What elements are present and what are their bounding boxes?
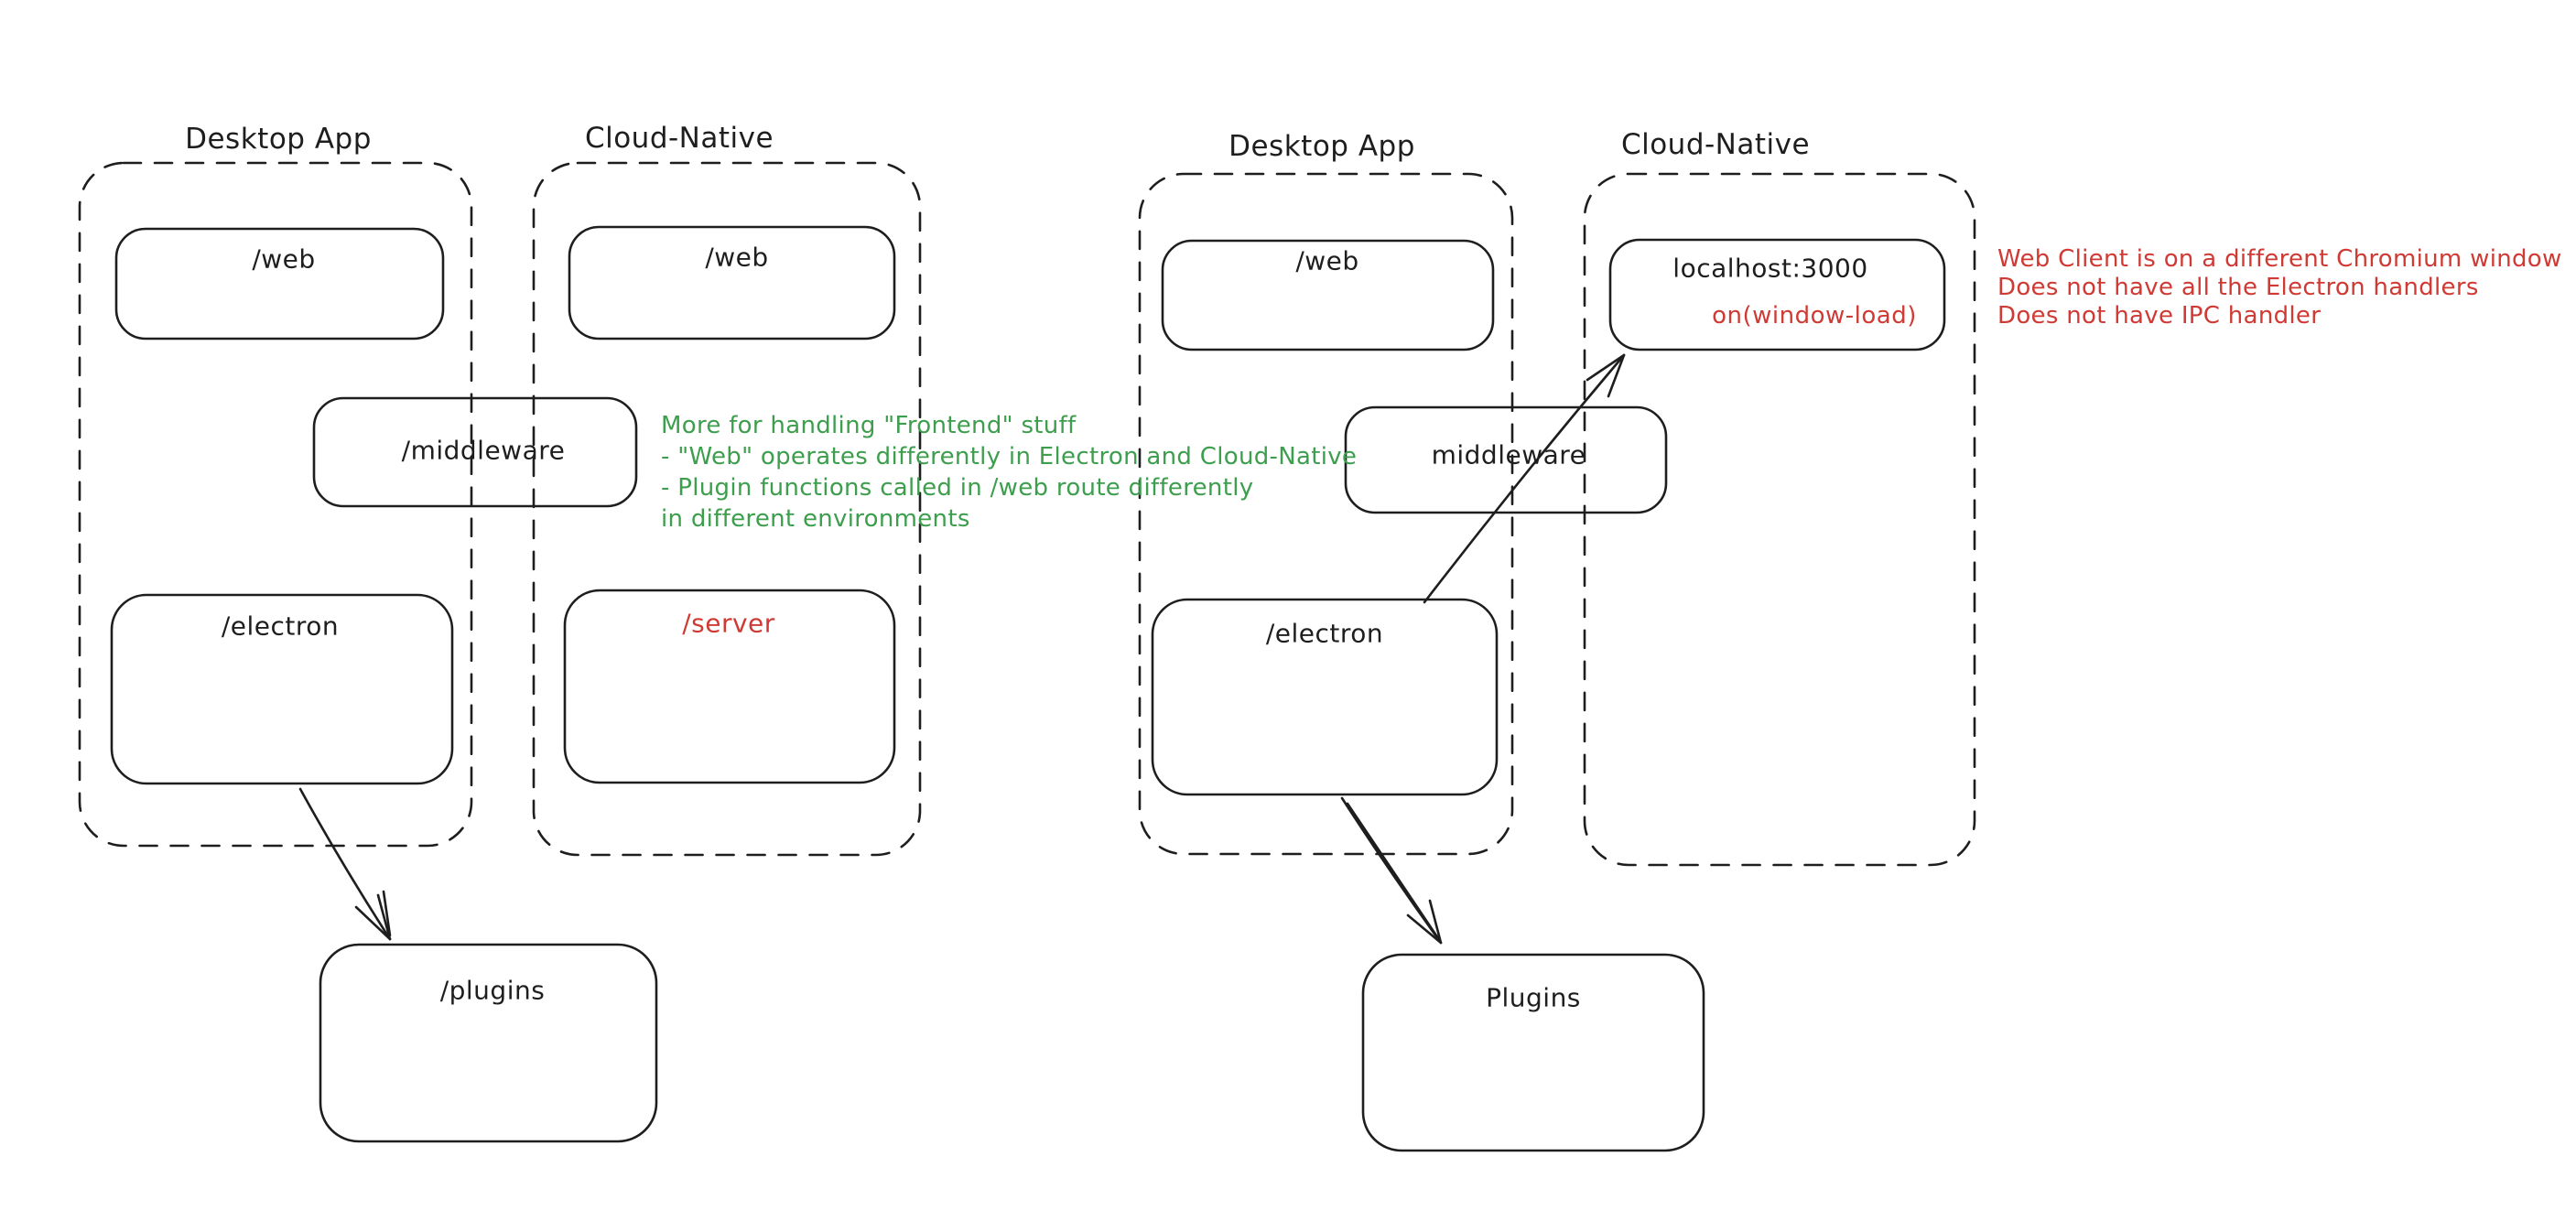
electron-label-left: /electron: [221, 611, 340, 642]
cloud-native-title-left: Cloud-Native: [584, 122, 774, 155]
electron-label-right: /electron: [1265, 618, 1384, 649]
green-note-line: - "Web" operates differently in Electron…: [661, 443, 1358, 470]
green-note: More for handling "Frontend" stuff - "We…: [661, 410, 1357, 535]
middleware-label-left: /middleware: [401, 435, 566, 466]
plugins-label-left: /plugins: [439, 975, 546, 1006]
arrow-electron-to-localhost: [1423, 353, 1626, 604]
red-note-line: Does not have IPC handler: [1997, 302, 2322, 330]
red-note-line: Web Client is on a different Chromium wi…: [1997, 245, 2562, 273]
middleware-label-right: middleware: [1431, 439, 1586, 470]
arrow-electron-to-plugins-right: [1340, 796, 1443, 945]
green-note-line: More for handling "Frontend" stuff: [661, 412, 1077, 439]
plugins-label-right: Plugins: [1486, 982, 1581, 1013]
desktop-app-title-right: Desktop App: [1228, 130, 1415, 163]
web-label-left-cloud: /web: [705, 242, 769, 273]
web-label-left-desktop: /web: [252, 243, 316, 275]
desktop-app-title-left: Desktop App: [185, 123, 372, 156]
localhost-label: localhost:3000: [1672, 253, 1868, 284]
web-label-right: /web: [1295, 245, 1359, 276]
green-note-line: - Plugin functions called in /web route …: [661, 474, 1254, 502]
cloud-native-title-right: Cloud-Native: [1620, 128, 1811, 161]
red-note: Web Client is on a different Chromium wi…: [1997, 245, 2562, 330]
plugins-box-left: [319, 943, 658, 1143]
on-window-load-label: on(window-load): [1712, 302, 1917, 330]
server-label: /server: [682, 608, 775, 639]
green-note-line: in different environments: [661, 505, 970, 533]
arrow-electron-to-plugins-left: [298, 787, 392, 941]
red-note-line: Does not have all the Electron handlers: [1997, 274, 2479, 301]
